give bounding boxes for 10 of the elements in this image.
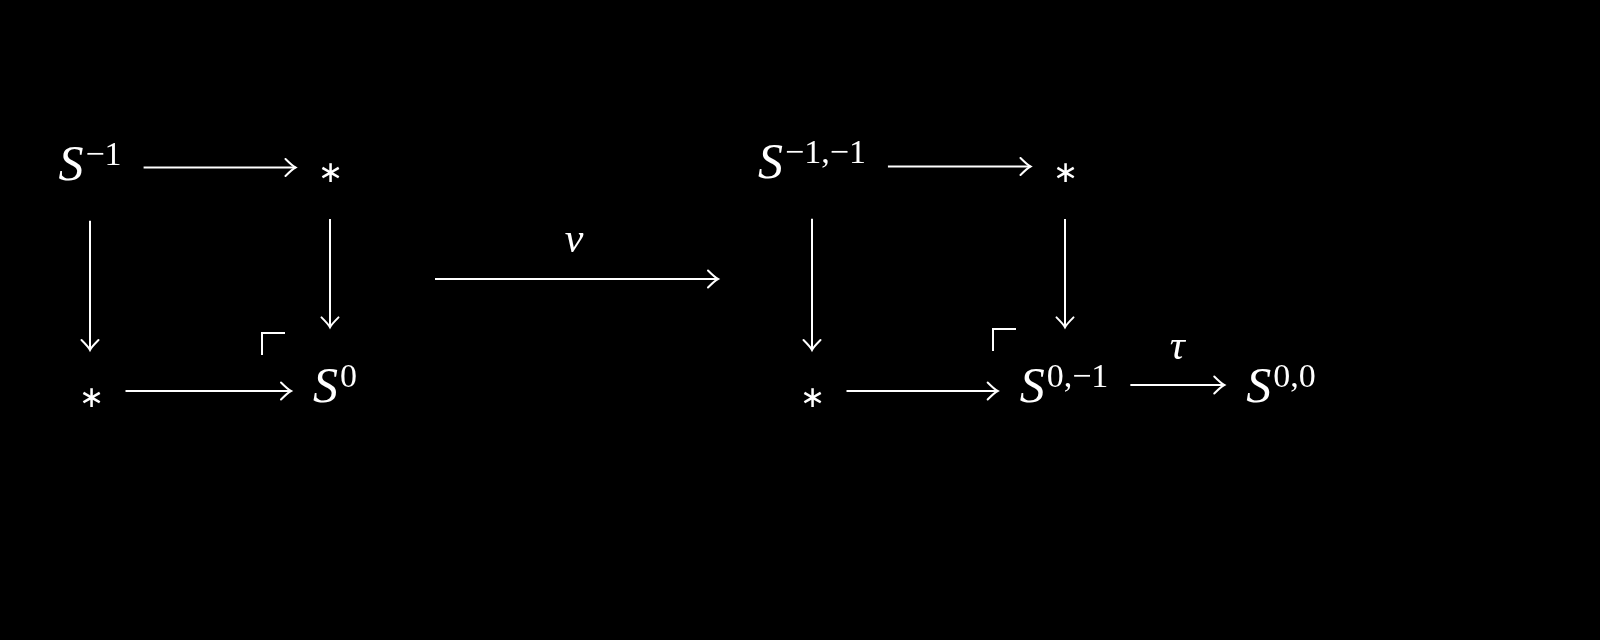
math-expression: S$^{0}$ bbox=[313, 359, 357, 411]
math-expression: ∗ bbox=[78, 382, 104, 412]
math-expression: S$^{0,−1}$ bbox=[1019, 359, 1109, 411]
math-expression: ∗ bbox=[1052, 157, 1078, 187]
math-expression: ∗ bbox=[317, 157, 343, 187]
math-expression: S$^{−1,−1}$ bbox=[758, 135, 866, 187]
math-expression: S$^{0,0}$ bbox=[1246, 359, 1316, 411]
math-expression: S$^{−1}$ bbox=[58, 137, 122, 189]
math-expression: ∗ bbox=[799, 382, 825, 412]
morphism-label: ν bbox=[564, 217, 584, 259]
